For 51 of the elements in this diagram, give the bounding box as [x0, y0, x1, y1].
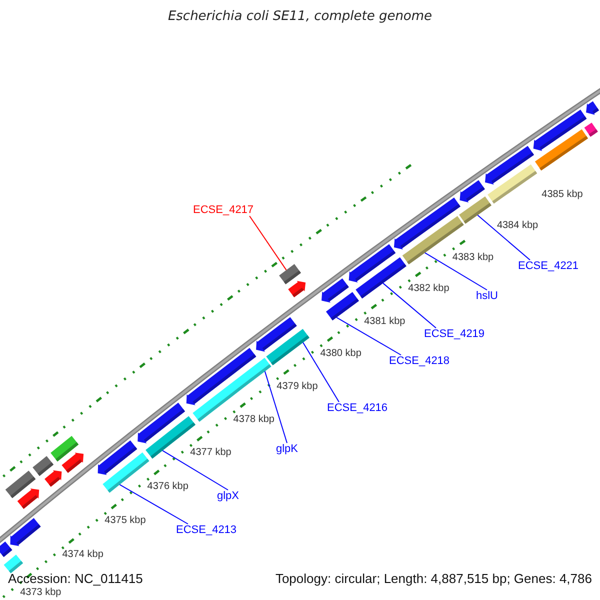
- map-title: Escherichia coli SE11, complete genome: [166, 9, 434, 24]
- gene-feature: [584, 122, 598, 137]
- gene-label: ECSE_4213: [176, 524, 237, 536]
- position-label: 4381 kbp: [364, 316, 406, 327]
- gene-feature: [62, 452, 84, 473]
- gene-label: ECSE_4217: [193, 204, 254, 216]
- gene-feature: [485, 146, 534, 185]
- gene-feature: [288, 280, 306, 298]
- gene-feature: [322, 278, 349, 303]
- leader-line: [382, 282, 436, 328]
- gene-feature: [279, 264, 301, 284]
- gene-label: ECSE_4216: [327, 402, 388, 414]
- position-label: 4384 kbp: [496, 220, 538, 232]
- leader-line: [249, 216, 287, 271]
- leader-line: [336, 316, 402, 356]
- gene-feature: [356, 257, 406, 298]
- gene-feature: [17, 488, 40, 509]
- gene-feature: [10, 518, 41, 546]
- gene-label: ECSE_4221: [518, 260, 579, 272]
- leader-line: [477, 214, 530, 260]
- gene-label: hslU: [476, 290, 498, 302]
- gene-feature: [4, 554, 24, 574]
- gene-label: glpK: [276, 443, 298, 455]
- position-label: 4376 kbp: [147, 481, 188, 492]
- gene-feature: [32, 456, 54, 476]
- position-label: 4380 kbp: [320, 348, 362, 360]
- position-label: 4377 kbp: [190, 447, 232, 458]
- gene-label: glpX: [217, 490, 240, 502]
- gene-feature: [98, 440, 138, 475]
- gene-feature: [186, 348, 256, 406]
- position-label: 4382 kbp: [408, 283, 450, 294]
- position-label: 4374 kbp: [62, 549, 104, 560]
- position-label: 4378 kbp: [233, 414, 274, 425]
- accession-note: Accession: NC_011415: [8, 571, 143, 586]
- position-label: 4373 kbp: [20, 586, 62, 598]
- gene-feature: [533, 110, 587, 151]
- position-label: 4385 kbp: [542, 188, 583, 200]
- genome-summary-note: Topology: circular; Length: 4,887,515 bp; Genes: 4,786: [275, 571, 592, 586]
- position-label: 4383 kbp: [452, 252, 494, 263]
- gene-feature: [44, 470, 62, 487]
- leader-line: [424, 252, 488, 290]
- position-label: 4379 kbp: [276, 380, 318, 392]
- position-label: 4375 kbp: [104, 515, 146, 526]
- gene-feature: [266, 328, 310, 366]
- gene-feature: [586, 101, 600, 115]
- gene-feature: [0, 542, 12, 558]
- gene-label: ECSE_4219: [424, 328, 485, 340]
- gene-feature: [460, 180, 485, 202]
- leader-line: [162, 450, 229, 490]
- leader-line: [264, 370, 288, 444]
- gene-label: ECSE_4218: [389, 355, 450, 367]
